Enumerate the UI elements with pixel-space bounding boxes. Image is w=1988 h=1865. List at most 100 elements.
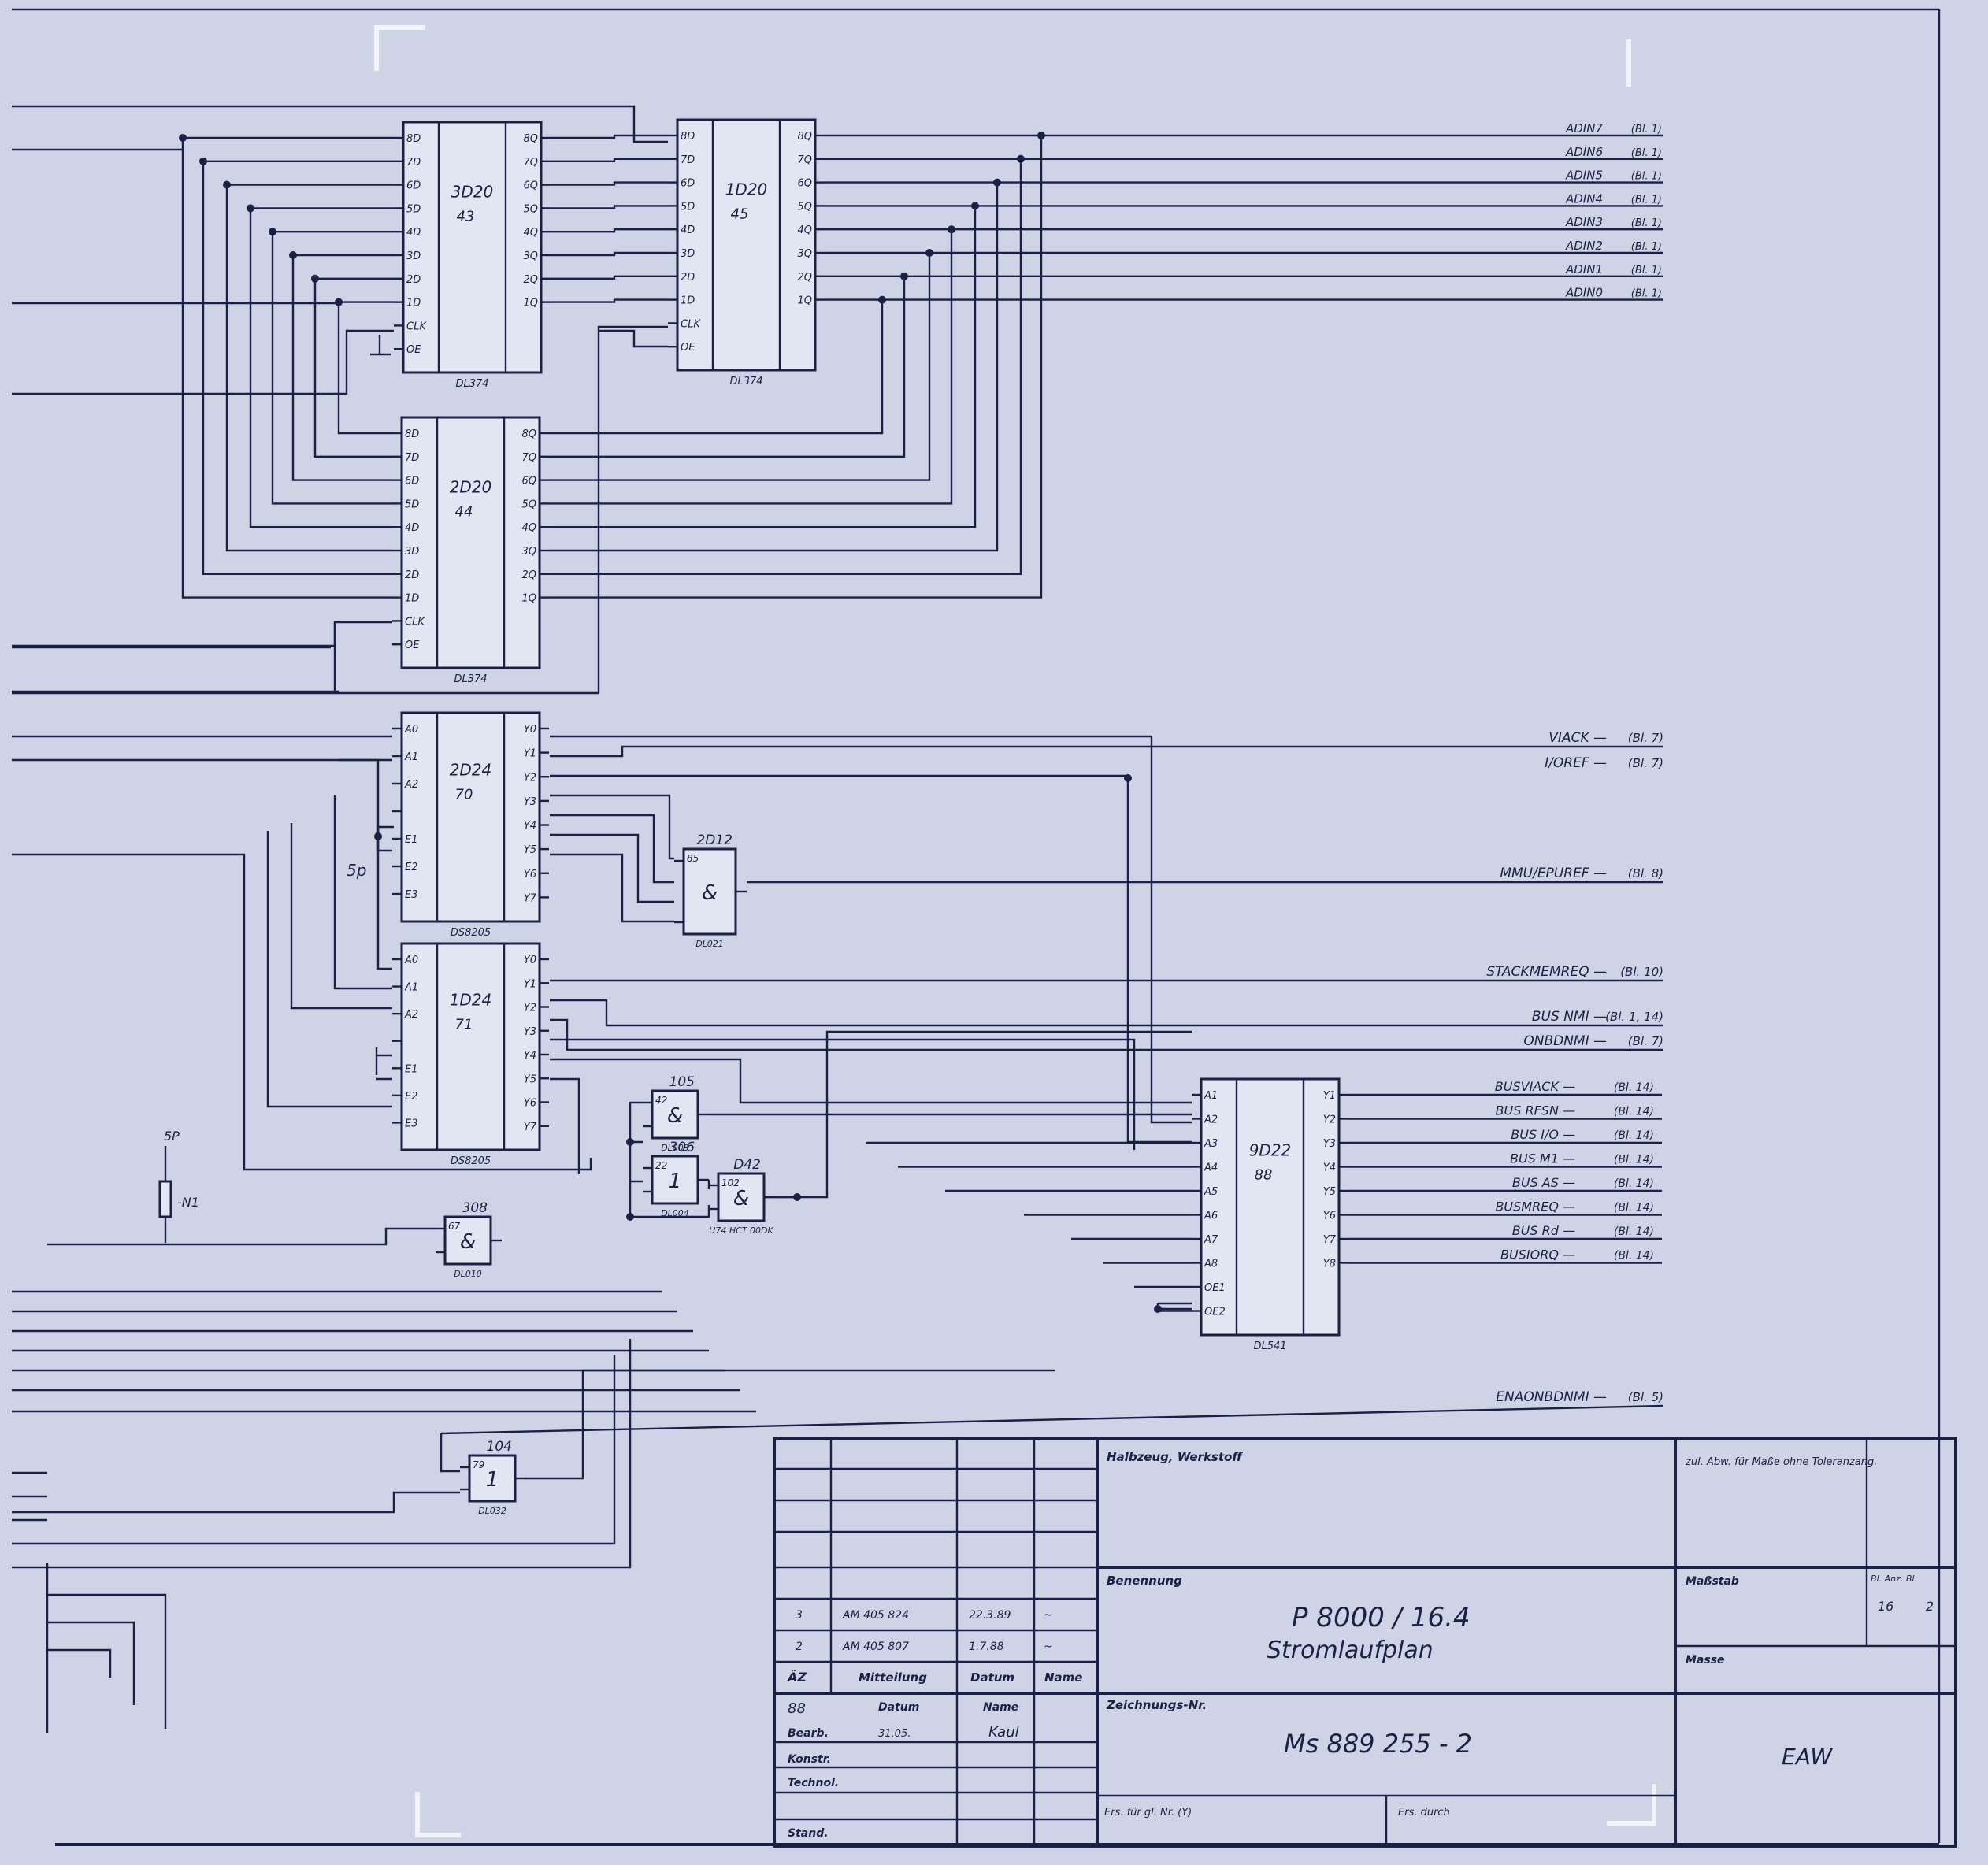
junction-dot [948, 225, 955, 234]
sig-header-datum: Datum [878, 1701, 919, 1714]
chip-pin-label: 4D [405, 522, 419, 534]
chip-pin-label: 6D [406, 180, 421, 192]
rev-row-3-name: ~ [1044, 1609, 1053, 1622]
chip-title: 2D24 [450, 761, 492, 780]
wire [550, 1058, 1192, 1104]
chip-pin-label: OE2 [1204, 1307, 1226, 1318]
junction-dot [289, 251, 297, 259]
adin-signal-label: ADIN5 [1565, 169, 1603, 183]
adin-signal-label: ADIN0 [1565, 286, 1603, 300]
sheet-header: Bl. Anz. Bl. [1871, 1574, 1917, 1584]
chip-pin-label: A6 [1204, 1211, 1218, 1222]
chip-pin-label: Y4 [1323, 1162, 1336, 1174]
chip-pin-label: 3Q [797, 248, 812, 260]
bus-signal-label: BUSMREQ — [1495, 1199, 1575, 1214]
junction-dot [247, 204, 254, 213]
chip-pin-label: 8D [406, 133, 421, 145]
chip-u2d20: 2D2044DL3748D7D6D5D4D3D2D1DCLKOE8Q7Q6Q5Q… [392, 416, 549, 685]
bus-signal-ref: (Bl. 14) [1614, 1250, 1654, 1262]
wire [549, 276, 906, 458]
wire [550, 853, 674, 923]
adin-signal-label: ADIN6 [1565, 145, 1603, 159]
chip-title: 9D22 [1249, 1141, 1292, 1160]
control-signal-label: ENAONBDNMI — [1496, 1389, 1607, 1405]
bus-signal-label: BUS I/O — [1511, 1127, 1575, 1142]
chip-u9d22: 9D2288DL541A1A2A3A4A5A6A7A8OE1OE2Y1Y2Y3Y… [1192, 1077, 1348, 1352]
chip-pin-label: Y2 [524, 1003, 536, 1014]
wire [249, 208, 392, 528]
wire [549, 206, 977, 528]
gate-part-number: DL010 [454, 1269, 482, 1279]
junction-dot [925, 249, 933, 257]
gate-title: 308 [462, 1200, 488, 1216]
wire [47, 1593, 167, 1729]
chip-pin-label: 2D [405, 569, 419, 581]
chip-pin-label: A1 [404, 751, 418, 763]
and-gate-symbol: & [733, 1187, 749, 1211]
gate-pin-number: 102 [721, 1177, 740, 1188]
sheet-number: 16 [1878, 1599, 1893, 1614]
chip-title: 1D24 [450, 991, 492, 1010]
wire [550, 735, 1192, 1124]
chip-pin-label: A0 [404, 724, 418, 736]
drawing-number: Ms 889 255 - 2 [1284, 1729, 1472, 1759]
chip-part-number: DL374 [455, 378, 488, 390]
wire [551, 134, 668, 139]
chip-pin-label: 6D [405, 476, 419, 488]
chip-pin-label: 3Q [521, 546, 536, 558]
title-line-1: P 8000 / 16.4 [1292, 1602, 1471, 1633]
adin-signal-ref: (Bl. 1) [1631, 147, 1662, 159]
control-signal-ref: (Bl. 7) [1628, 756, 1663, 770]
gate-part-number: U74 HCT 00DK [709, 1225, 773, 1236]
sig-header-name: Name [983, 1701, 1018, 1714]
adin-signal-labels: ADIN7(Bl. 1)ADIN6(Bl. 1)ADIN5(Bl. 1)ADIN… [1565, 121, 1662, 300]
chip-pin-label: Y0 [524, 724, 536, 736]
chip-pin-label: 6Q [521, 476, 536, 488]
role-stand: Stand. [788, 1827, 829, 1840]
chip-pin-label: 5D [405, 499, 419, 510]
chip-pin-label: Y3 [1323, 1138, 1336, 1150]
chip-pin-label: 7Q [797, 154, 812, 166]
chip-body [1200, 1077, 1341, 1337]
wire [12, 1355, 616, 1545]
chip-pin-label: A1 [404, 982, 418, 994]
gate-part-number: DL021 [695, 939, 724, 949]
adin-signal-ref: (Bl. 1) [1631, 171, 1662, 183]
control-signal-ref: (Bl. 10) [1620, 965, 1663, 979]
control-signal-labels: VIACK —(Bl. 7)I/OREF —(Bl. 7)MMU/EPUREF … [1486, 730, 1663, 1405]
chip-pin-label: Y1 [524, 978, 536, 990]
chip-pin-label: 8D [681, 131, 695, 143]
chip-pin-label: Y3 [524, 796, 536, 808]
junction-dot [179, 134, 187, 142]
chip-pin-label: 5Q [521, 499, 536, 510]
wire [337, 302, 392, 435]
chip-subtitle: 45 [731, 206, 749, 222]
junction-dot [878, 295, 886, 304]
gate-body [468, 1454, 517, 1503]
bus-signal-ref: (Bl. 14) [1614, 1129, 1654, 1142]
rev-row-2-datum: 1.7.88 [969, 1641, 1004, 1653]
junction-dot [311, 274, 319, 283]
wire [313, 278, 392, 458]
rev-header-mitteilung: Mitteilung [859, 1670, 927, 1685]
chip-pin-label: 1Q [523, 298, 538, 310]
chip-pin-label: OE [681, 342, 695, 354]
gate-body [651, 1155, 699, 1205]
wire [12, 1339, 632, 1569]
gate-pin-number: 85 [687, 853, 699, 864]
adin-signal-ref: (Bl. 1) [1631, 265, 1662, 276]
chip-pin-label: E1 [405, 1063, 418, 1075]
junction-dot [1037, 132, 1045, 139]
rev-row-2-name: ~ [1044, 1641, 1053, 1653]
gate-part-number: DL003 [661, 1143, 689, 1153]
wire [266, 831, 392, 1108]
junction-dot [900, 272, 908, 280]
chip-pin-label: 8D [405, 428, 419, 440]
gate-title: 306 [669, 1140, 695, 1155]
chip-part-number: DS8205 [451, 1155, 491, 1167]
rev-row-3-az: 3 [796, 1609, 803, 1622]
chip-pin-label: 1D [405, 593, 419, 605]
chip-pin-label: A5 [1204, 1186, 1218, 1198]
chip-body [402, 121, 543, 374]
